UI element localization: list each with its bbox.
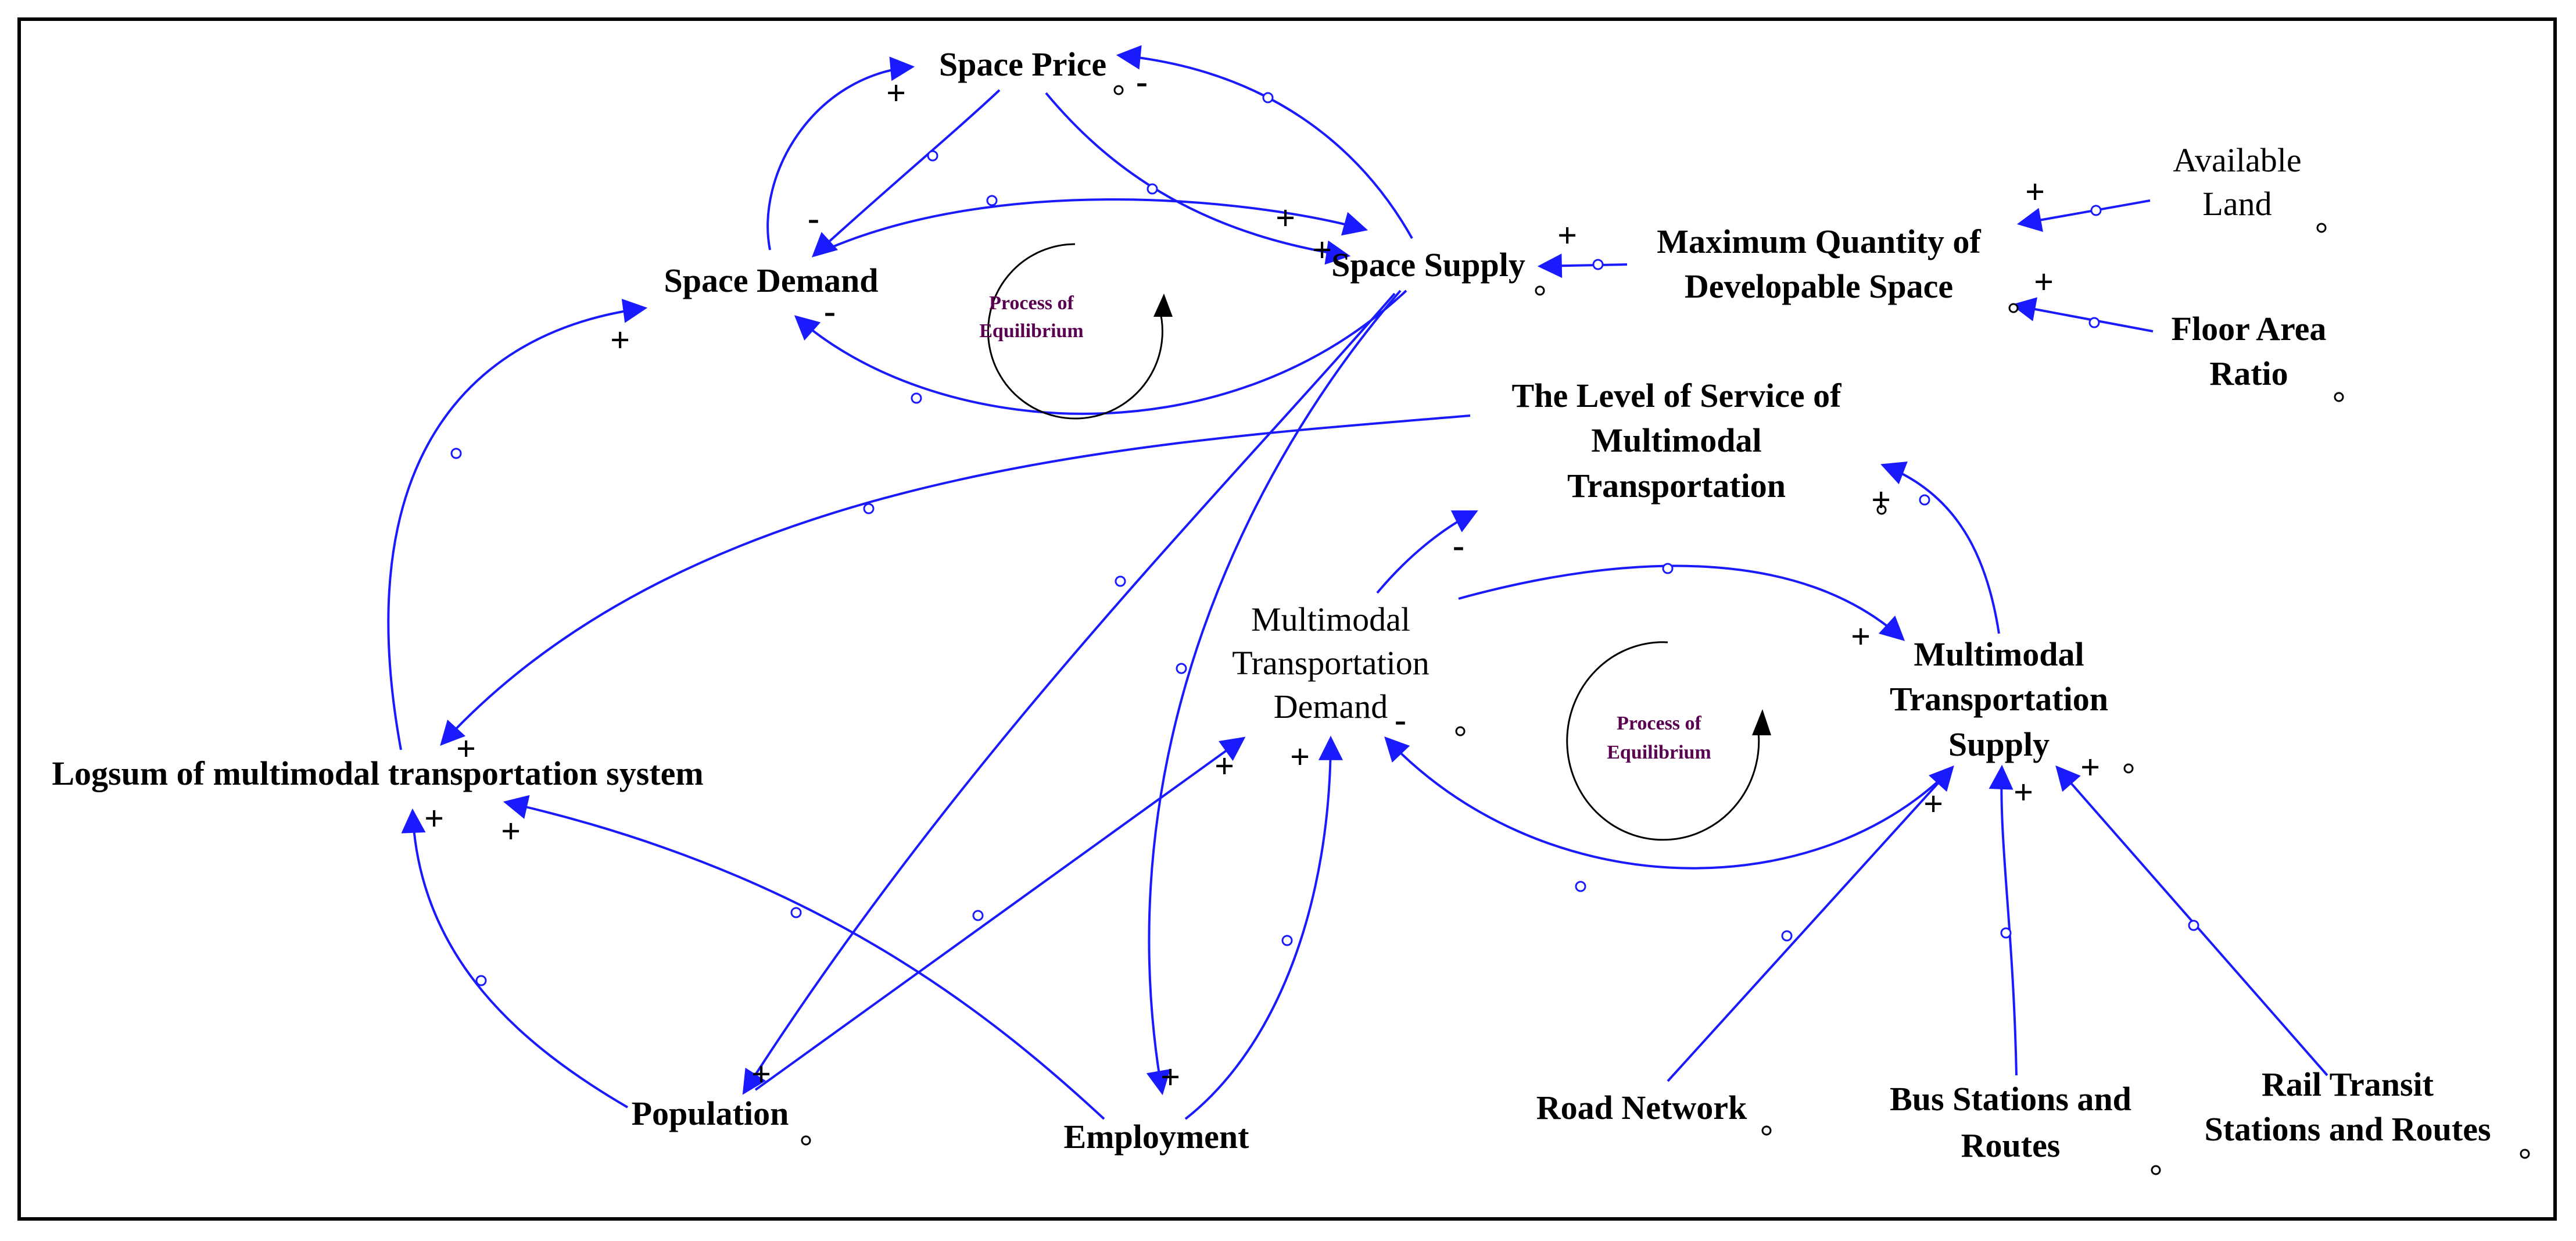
svg-text:The Level of Service of: The Level of Service of (1512, 377, 1842, 414)
sign-land-maxspace: + (2025, 173, 2045, 211)
node-bus-stations: Bus Stations and Routes (1890, 1080, 2131, 1164)
node-road-network: Road Network (1536, 1089, 1747, 1126)
node-employment: Employment (1064, 1118, 1250, 1156)
edge-supply-to-demand (794, 289, 1407, 415)
edge-supply-to-employment (1146, 289, 1402, 1096)
edge-midpoint-dots (450, 92, 2199, 986)
edge-mtsupply-to-los (1880, 461, 2000, 634)
svg-text:Supply: Supply (1948, 725, 2050, 763)
sign-logsum-demand: + (610, 321, 630, 359)
edge-mtdemand-to-los (1376, 510, 1478, 594)
svg-text:Transportation: Transportation (1567, 467, 1786, 505)
ghost-markers (801, 85, 2530, 1175)
sign-population-logsum: + (424, 799, 444, 838)
svg-text:Transportation: Transportation (1890, 680, 2108, 718)
svg-text:Multimodal: Multimodal (1251, 600, 1410, 638)
node-population: Population (632, 1095, 789, 1132)
edge-price-to-demand (811, 89, 1001, 258)
node-space-price: Space Price (939, 45, 1106, 83)
edge-far-to-maxspace (2011, 297, 2154, 332)
svg-text:Multimodal: Multimodal (1591, 421, 1761, 459)
sign-mtsupply-mtdemand: - (1395, 700, 1406, 739)
svg-text:Maximum Quantity of: Maximum Quantity of (1657, 223, 1981, 260)
svg-text:Land: Land (2202, 185, 2272, 223)
edge-mtsupply-to-mtdemand (1384, 736, 1942, 870)
sign-population-mtdemand: + (1214, 747, 1234, 785)
sign-price-supply: + (1312, 231, 1332, 269)
sign-rail-mtsupply: + (2080, 748, 2100, 786)
svg-text:Routes: Routes (1961, 1126, 2061, 1164)
loop-arrow-head-transport (1752, 709, 1771, 735)
sign-demand-price: + (886, 74, 906, 112)
edge-supply-to-price (1116, 45, 1413, 239)
edge-employment-to-logsum (503, 795, 1105, 1120)
svg-text:Bus Stations and: Bus Stations and (1890, 1080, 2131, 1118)
loop-label-transport-line1: Process of (1617, 713, 1701, 734)
loop-arc-transport (1566, 641, 1760, 841)
node-floor-area-ratio: Floor Area Ratio (2172, 310, 2327, 392)
edge-logsum-to-demand (387, 299, 648, 750)
loop-arrow-head-space (1153, 294, 1173, 317)
sign-supply-population: + (751, 1055, 771, 1093)
edge-mtdemand-to-mtsupply (1458, 564, 1905, 641)
loop-arc-space (987, 243, 1163, 420)
sign-supply-price: - (1136, 62, 1148, 101)
svg-text:Demand: Demand (1274, 688, 1388, 725)
sign-road-mtsupply: + (1923, 785, 1943, 823)
node-mt-supply: Multimodal Transportation Supply (1890, 635, 2108, 763)
node-logsum: Logsum of multimodal transportation syst… (52, 754, 703, 792)
edge-bus-to-mtsupply (1989, 764, 2018, 1076)
equilibrium-loop-space: Process of Equilibrium (979, 243, 1173, 420)
sign-mtdemand-los: - (1453, 526, 1464, 564)
edge-population-to-logsum (401, 808, 629, 1108)
edge-demand-to-supply (825, 198, 1368, 251)
polarity-signs: + - - + + - + + + + + - + - + + + + + + … (424, 62, 2100, 1096)
edge-los-to-logsum (440, 414, 1471, 746)
svg-text:Stations and Routes: Stations and Routes (2204, 1110, 2491, 1148)
sign-supply-employment: + (1160, 1058, 1180, 1096)
loop-label-space-line2: Equilibrium (979, 320, 1084, 342)
edge-population-to-mtdemand (754, 736, 1246, 1091)
svg-text:Floor Area: Floor Area (2172, 310, 2327, 348)
sign-supply-demand: - (824, 292, 836, 330)
svg-text:Multimodal: Multimodal (1914, 635, 2084, 673)
sign-employment-logsum: + (501, 812, 521, 850)
equilibrium-loop-transport: Process of Equilibrium (1566, 641, 1771, 841)
loop-label-transport-line2: Equilibrium (1607, 742, 1711, 763)
sign-employment-mtdemand: + (1290, 738, 1310, 776)
sign-demand-supply: + (1276, 199, 1295, 237)
edge-supply-to-population (742, 292, 1396, 1095)
node-space-demand: Space Demand (664, 262, 879, 299)
svg-text:Transportation: Transportation (1232, 644, 1429, 682)
sign-los-logsum: + (456, 729, 476, 768)
edge-maxspace-to-supply (1537, 253, 1628, 278)
node-rail-transit: Rail Transit Stations and Routes (2204, 1065, 2491, 1148)
node-max-developable-space: Maximum Quantity of Developable Space (1657, 223, 1981, 305)
sign-bus-mtsupply: + (2013, 773, 2033, 811)
edge-road-to-mtsupply (1667, 765, 1954, 1082)
sign-maxspace-supply: + (1557, 216, 1577, 255)
loop-label-space-line1: Process of (989, 292, 1074, 314)
node-space-supply: Space Supply (1331, 246, 1525, 284)
edge-demand-to-price (766, 56, 915, 251)
node-level-of-service: The Level of Service of Multimodal Trans… (1512, 377, 1842, 505)
diagram-frame (17, 17, 2557, 1221)
edge-employment-to-mtdemand (1184, 735, 1343, 1120)
sign-mtsupply-los: + (1871, 481, 1891, 519)
edge-price-to-supply (1045, 92, 1351, 265)
svg-text:Developable Space: Developable Space (1685, 267, 1953, 305)
svg-text:Ratio: Ratio (2209, 355, 2288, 392)
svg-text:Rail Transit: Rail Transit (2262, 1065, 2434, 1103)
svg-text:Available: Available (2173, 141, 2301, 179)
edge-land-to-maxspace (2016, 199, 2151, 233)
node-mt-demand: Multimodal Transportation Demand (1232, 600, 1429, 725)
sign-price-demand: - (808, 199, 819, 237)
sign-mtdemand-mtsupply: + (1851, 617, 1871, 656)
sign-far-maxspace: + (2034, 263, 2054, 301)
node-available-land: Available Land (2173, 141, 2301, 223)
